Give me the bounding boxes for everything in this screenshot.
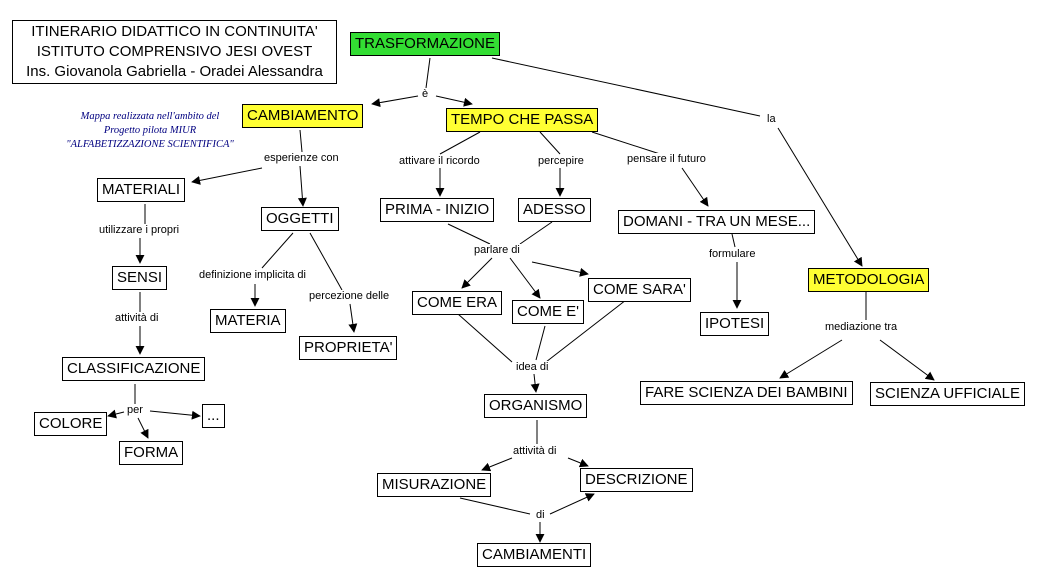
edge-adesso-parlare — [519, 221, 553, 245]
header-box: ITINERARIO DIDATTICO IN CONTINUITA' ISTI… — [12, 20, 337, 84]
edge-perc-prop — [348, 303, 358, 333]
edge-med-fare — [779, 339, 843, 379]
node-scienza-ufficiale[interactable]: SCIENZA UFFICIALE — [870, 382, 1026, 406]
edge-idea-organismo — [530, 373, 540, 393]
edge-la-metodologia — [777, 127, 863, 267]
node-trasformazione[interactable]: TRASFORMAZIONE — [350, 32, 501, 56]
edge-parlare-comeera — [461, 257, 493, 289]
note-line-3: "ALFABETIZZAZIONE SCIENTIFICA" — [66, 139, 234, 150]
edge-trasf-e — [425, 57, 431, 89]
link-label-idea-di: idea di — [515, 361, 550, 374]
edge-e-tempo — [435, 95, 473, 107]
edge-misur-di — [459, 497, 531, 515]
edge-e-cambiamento — [371, 95, 419, 108]
link-label-attivita-di-2: attività di — [512, 445, 558, 458]
node-ipotesi[interactable]: IPOTESI — [700, 312, 770, 336]
link-label-la: la — [766, 113, 777, 126]
node-materia[interactable]: MATERIA — [210, 309, 286, 333]
node-proprieta[interactable]: PROPRIETA' — [299, 336, 398, 360]
node-colore[interactable]: COLORE — [34, 412, 108, 436]
node-cambiamenti[interactable]: CAMBIAMENTI — [477, 543, 592, 567]
edge-per-ellipsis — [149, 410, 201, 420]
header-line-1: ITINERARIO DIDATTICO IN CONTINUITA' — [31, 23, 318, 40]
node-classificazione[interactable]: CLASSIFICAZIONE — [62, 357, 206, 381]
edge-prima-parlare — [447, 223, 491, 245]
link-label-di: di — [535, 509, 546, 522]
link-label-e: è — [421, 88, 430, 101]
edge-trasf-la — [491, 57, 761, 117]
edge-camb-esp — [299, 129, 303, 153]
link-label-utilizzare: utilizzare i propri — [98, 224, 181, 237]
link-label-percezione: percezione delle — [308, 290, 391, 303]
project-note: Mappa realizzata nell'ambito del Progett… — [35, 110, 265, 152]
link-label-percepire: percepire — [537, 155, 585, 168]
node-materiali[interactable]: MATERIALI — [97, 178, 186, 202]
header-line-3: Ins. Giovanola Gabriella - Oradei Alessa… — [26, 63, 323, 80]
link-label-mediazione: mediazione tra — [824, 321, 899, 334]
edge-med-uff — [879, 339, 935, 381]
node-oggetti[interactable]: OGGETTI — [261, 207, 339, 231]
link-label-esperienze-con: esperienze con — [263, 152, 340, 165]
edge-domani-form — [731, 233, 736, 248]
node-descrizione[interactable]: DESCRIZIONE — [580, 468, 693, 492]
note-line-1: Mappa realizzata nell'ambito del — [80, 111, 220, 122]
edge-per-colore — [107, 409, 125, 419]
edge-parlare-comesara — [531, 261, 589, 277]
edge-att-descr — [567, 457, 589, 468]
link-label-pensare: pensare il futuro — [626, 153, 707, 166]
edge-att-misur — [481, 457, 513, 472]
node-ellipsis[interactable]: ... — [202, 404, 225, 428]
edge-esp-oggetti — [297, 165, 307, 207]
node-tempo-che-passa[interactable]: TEMPO CHE PASSA — [446, 108, 599, 132]
edge-comeera-idea — [457, 313, 513, 363]
link-label-attivare: attivare il ricordo — [398, 155, 481, 168]
node-organismo[interactable]: ORGANISMO — [484, 394, 588, 418]
node-misurazione[interactable]: MISURAZIONE — [377, 473, 492, 497]
edge-per-forma — [137, 417, 149, 439]
node-prima-inizio[interactable]: PRIMA - INIZIO — [380, 198, 495, 222]
edge-ogg-perc — [309, 232, 343, 291]
node-come-era[interactable]: COME ERA — [412, 291, 503, 315]
edge-tempo-perc — [539, 131, 561, 155]
edge-comesara-idea — [545, 299, 627, 363]
edge-tempo-pens — [591, 131, 661, 155]
node-fare-scienza[interactable]: FARE SCIENZA DEI BAMBINI — [640, 381, 853, 405]
link-label-attivita-di-1: attività di — [114, 312, 160, 325]
header-line-2: ISTITUTO COMPRENSIVO JESI OVEST — [36, 43, 313, 60]
edge-pens-domani — [681, 167, 709, 207]
note-line-2: Progetto pilota MIUR — [103, 125, 197, 136]
link-label-per: per — [126, 404, 144, 417]
edge-ogg-def — [261, 232, 294, 269]
link-label-formulare: formulare — [708, 248, 757, 261]
node-cambiamento[interactable]: CAMBIAMENTO — [242, 104, 364, 128]
node-adesso[interactable]: ADESSO — [518, 198, 591, 222]
edge-esp-materiali — [191, 167, 263, 185]
edge-di-descr — [549, 493, 595, 515]
node-metodologia[interactable]: METODOLOGIA — [808, 268, 930, 292]
node-come-sara[interactable]: COME SARA' — [588, 278, 691, 302]
node-sensi[interactable]: SENSI — [112, 266, 168, 290]
edge-tempo-att — [439, 131, 481, 155]
node-domani[interactable]: DOMANI - TRA UN MESE... — [618, 210, 816, 234]
link-label-parlare: parlare di — [473, 244, 521, 257]
edge-comee-idea — [535, 325, 546, 361]
node-forma[interactable]: FORMA — [119, 441, 184, 465]
link-label-definizione: definizione implicita di — [198, 269, 307, 282]
edge-parlare-comee — [509, 257, 541, 299]
node-come-e[interactable]: COME E' — [512, 300, 585, 324]
